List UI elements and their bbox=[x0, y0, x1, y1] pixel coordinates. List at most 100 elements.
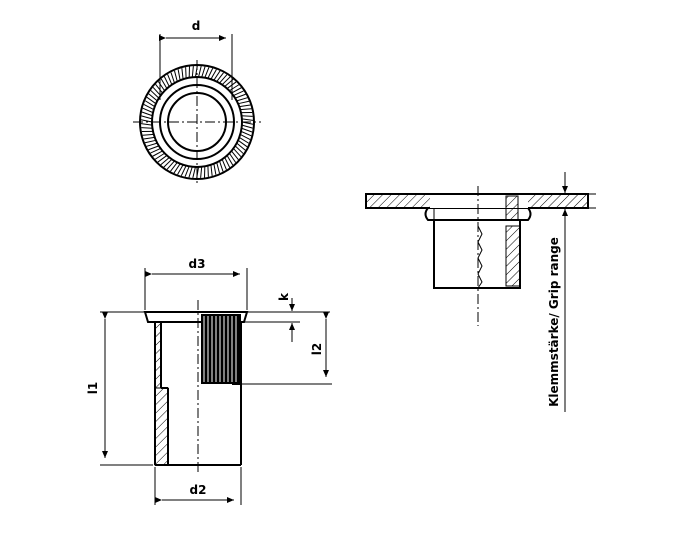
knurl-tooth bbox=[143, 136, 155, 140]
knurl-tooth bbox=[216, 72, 224, 82]
knurl-tooth bbox=[152, 150, 163, 157]
knurl-tooth bbox=[140, 123, 153, 126]
knurl-tooth bbox=[140, 119, 153, 123]
knurl-tooth bbox=[240, 133, 251, 141]
knurl-tooth bbox=[192, 166, 196, 178]
knurl-tooth bbox=[204, 67, 210, 78]
knurl-tooth bbox=[150, 147, 161, 154]
knurl-tooth bbox=[167, 74, 173, 85]
knurl-tooth bbox=[231, 87, 242, 94]
knurl-tooth bbox=[163, 76, 170, 87]
knurl-tooth bbox=[144, 139, 156, 144]
knurl-tooth bbox=[213, 70, 221, 81]
d3-label: d3 bbox=[189, 257, 206, 271]
knurl-tooth bbox=[191, 66, 194, 78]
knurl-tooth bbox=[213, 163, 217, 175]
left-wall-section bbox=[154, 387, 169, 466]
knurl-tooth bbox=[144, 100, 155, 108]
knurl-tooth bbox=[150, 90, 160, 99]
knurl-tooth bbox=[219, 160, 224, 172]
knurl-tooth bbox=[216, 162, 221, 174]
plate-hole bbox=[430, 194, 528, 208]
knurl-tooth bbox=[142, 133, 154, 136]
knurl-tooth bbox=[210, 69, 217, 80]
knurl-tooth bbox=[237, 139, 248, 148]
knurl-tooth bbox=[184, 166, 190, 177]
d-label: d bbox=[192, 19, 201, 33]
knurl-tooth bbox=[234, 93, 246, 99]
knurl-tooth bbox=[157, 81, 166, 92]
knurl-tooth bbox=[224, 157, 231, 168]
knurl-tooth bbox=[188, 166, 193, 178]
knurl-tooth bbox=[180, 165, 187, 176]
knurl-tooth bbox=[236, 97, 248, 102]
knurl-tooth bbox=[233, 90, 244, 97]
knurl-tooth bbox=[146, 96, 157, 105]
knurl-tooth bbox=[233, 148, 242, 158]
knurl-tooth bbox=[166, 160, 175, 170]
top-view: d bbox=[133, 19, 261, 184]
knurl-teeth bbox=[140, 65, 254, 179]
knurl-tooth bbox=[240, 130, 252, 137]
knurl-tooth bbox=[239, 104, 251, 108]
knurl-tooth bbox=[141, 111, 153, 117]
knurl-tooth bbox=[231, 150, 239, 160]
knurl-tooth bbox=[173, 70, 178, 82]
knurl-lines bbox=[203, 316, 237, 382]
knurl-tooth bbox=[200, 166, 203, 178]
grip-range-label: Klemmstärke/ Grip range bbox=[547, 237, 561, 407]
knurl-tooth bbox=[241, 127, 253, 133]
knurl-tooth bbox=[163, 158, 173, 168]
knurl-tooth bbox=[181, 68, 184, 80]
l2-label: l2 bbox=[310, 343, 324, 355]
knurl-tooth bbox=[142, 107, 154, 114]
knurl-tooth bbox=[239, 136, 250, 144]
knurl-section bbox=[201, 314, 241, 384]
knurl-tooth bbox=[170, 162, 178, 172]
knurl-tooth bbox=[177, 69, 181, 81]
knurl-tooth bbox=[240, 108, 252, 111]
knurl-tooth bbox=[201, 66, 206, 78]
knurl-tooth bbox=[198, 66, 202, 78]
knurl-tooth bbox=[160, 78, 168, 89]
knurl-tooth bbox=[143, 103, 154, 111]
l1-label: l1 bbox=[86, 382, 100, 394]
knurl-tooth bbox=[241, 115, 253, 117]
knurl-tooth bbox=[221, 159, 227, 170]
knurl-tooth bbox=[152, 86, 161, 96]
knurl-tooth bbox=[141, 115, 153, 120]
knurl-tooth bbox=[154, 152, 165, 160]
knurl-tooth bbox=[241, 118, 254, 121]
knurl-tooth bbox=[234, 145, 244, 154]
knurl-tooth bbox=[228, 152, 237, 163]
knurl-tooth bbox=[229, 84, 240, 92]
knurl-tooth bbox=[157, 155, 168, 163]
knurl-tooth bbox=[148, 145, 160, 151]
knurl-tooth bbox=[221, 76, 231, 86]
knurl-tooth bbox=[236, 142, 246, 151]
side-section-view: d3 d2 l1 k l2 bbox=[86, 257, 332, 505]
knurl-tooth bbox=[148, 93, 158, 102]
installed-view: Klemmstärke/ Grip range bbox=[365, 172, 596, 412]
installed-flange-section bbox=[505, 195, 519, 221]
knurl-tooth bbox=[241, 124, 253, 129]
knurl-tooth bbox=[173, 163, 181, 174]
knurl-tooth bbox=[210, 164, 213, 176]
knurl-tooth bbox=[155, 84, 163, 94]
knurl-tooth bbox=[146, 142, 158, 147]
knurl-tooth bbox=[160, 157, 170, 166]
knurl-tooth bbox=[238, 100, 250, 105]
thread-profile bbox=[477, 225, 483, 289]
k-label: k bbox=[277, 292, 291, 301]
upper-left-wall-section bbox=[154, 321, 162, 389]
knurl-tooth bbox=[219, 74, 228, 84]
knurl-tooth bbox=[177, 164, 184, 175]
knurl-tooth bbox=[141, 127, 153, 129]
knurl-tooth bbox=[170, 72, 175, 84]
knurl-tooth bbox=[207, 68, 214, 79]
installed-wall-section bbox=[505, 225, 521, 287]
d2-label: d2 bbox=[190, 483, 207, 497]
knurl-tooth bbox=[226, 155, 234, 166]
